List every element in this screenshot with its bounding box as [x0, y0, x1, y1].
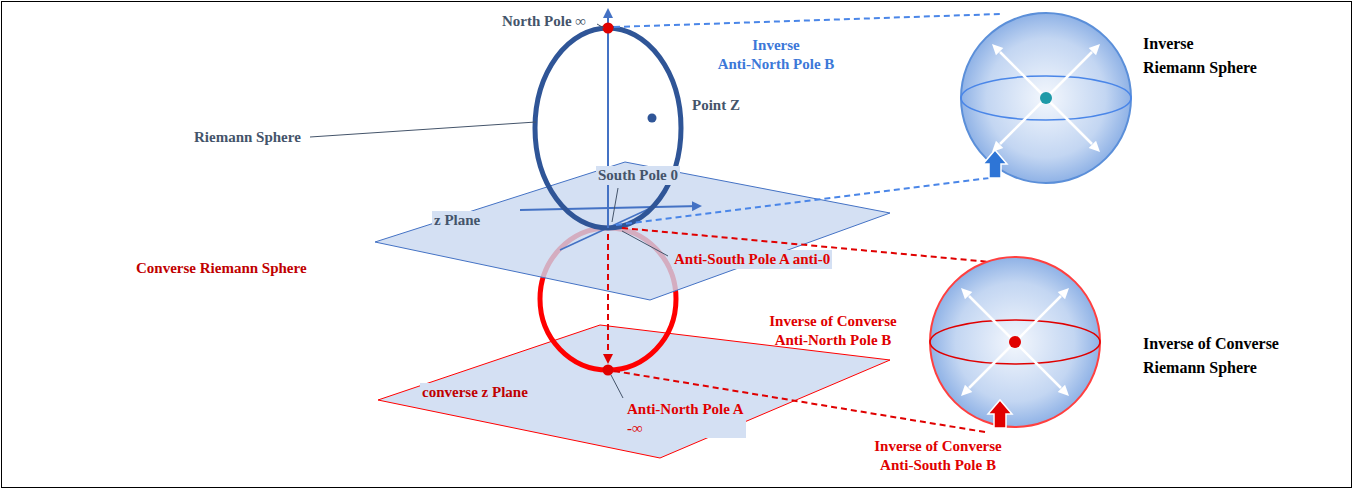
- label: Inverse of Converse Anti-North Pole B: [767, 312, 898, 350]
- label: converse z Plane: [420, 383, 530, 402]
- text-line: Inverse: [1143, 32, 1257, 56]
- label: Inverse of Converse Anti-South Pole B: [872, 437, 1003, 475]
- text-line: -∞: [627, 419, 744, 438]
- sphere-outline: [955, 8, 1285, 190]
- point-z-dot: [648, 114, 657, 123]
- label: Inverse Anti-North Pole B: [716, 36, 837, 74]
- label: North Pole ∞: [500, 12, 588, 31]
- label: Point Z: [690, 96, 742, 115]
- converse-axis: [607, 234, 609, 362]
- label: Converse Riemann Sphere: [134, 259, 309, 278]
- sphere-node: Inverse of Converse Riemann Sphere: [925, 252, 1285, 432]
- text-line: Inverse of Converse: [769, 312, 896, 331]
- label: Anti-South Pole A anti-0: [672, 250, 832, 269]
- text-line: Riemann Sphere: [1143, 356, 1279, 380]
- text-line: Anti-North Pole B: [718, 55, 835, 74]
- north-pole-dot: [603, 23, 614, 34]
- projection-line: [616, 178, 990, 225]
- label: z Plane: [432, 211, 482, 230]
- label: Anti-North Pole A -∞: [625, 400, 746, 438]
- sphere-heading: Inverse Riemann Sphere: [1143, 32, 1257, 80]
- text-line: Riemann Sphere: [1143, 56, 1257, 80]
- sphere-heading: Inverse of Converse Riemann Sphere: [1143, 332, 1279, 380]
- z-plane: [375, 162, 890, 300]
- real-axis: [520, 206, 700, 210]
- leader-lines: [310, 24, 668, 398]
- text-line: Inverse of Converse: [1143, 332, 1279, 356]
- sphere-node: Inverse Riemann Sphere: [955, 8, 1285, 190]
- text-line: Inverse: [718, 36, 835, 55]
- projection-line: [614, 14, 1000, 27]
- text-line: Anti-North Pole B: [769, 331, 896, 350]
- label: South Pole 0: [596, 166, 680, 185]
- vertical-axis: [607, 10, 609, 228]
- text-line: Inverse of Converse: [874, 437, 1001, 456]
- text-line: Anti-North Pole A: [627, 400, 744, 419]
- text-line: Anti-South Pole B: [874, 456, 1001, 475]
- anti-north-pole-dot: [603, 365, 614, 376]
- label: Riemann Sphere: [192, 128, 303, 147]
